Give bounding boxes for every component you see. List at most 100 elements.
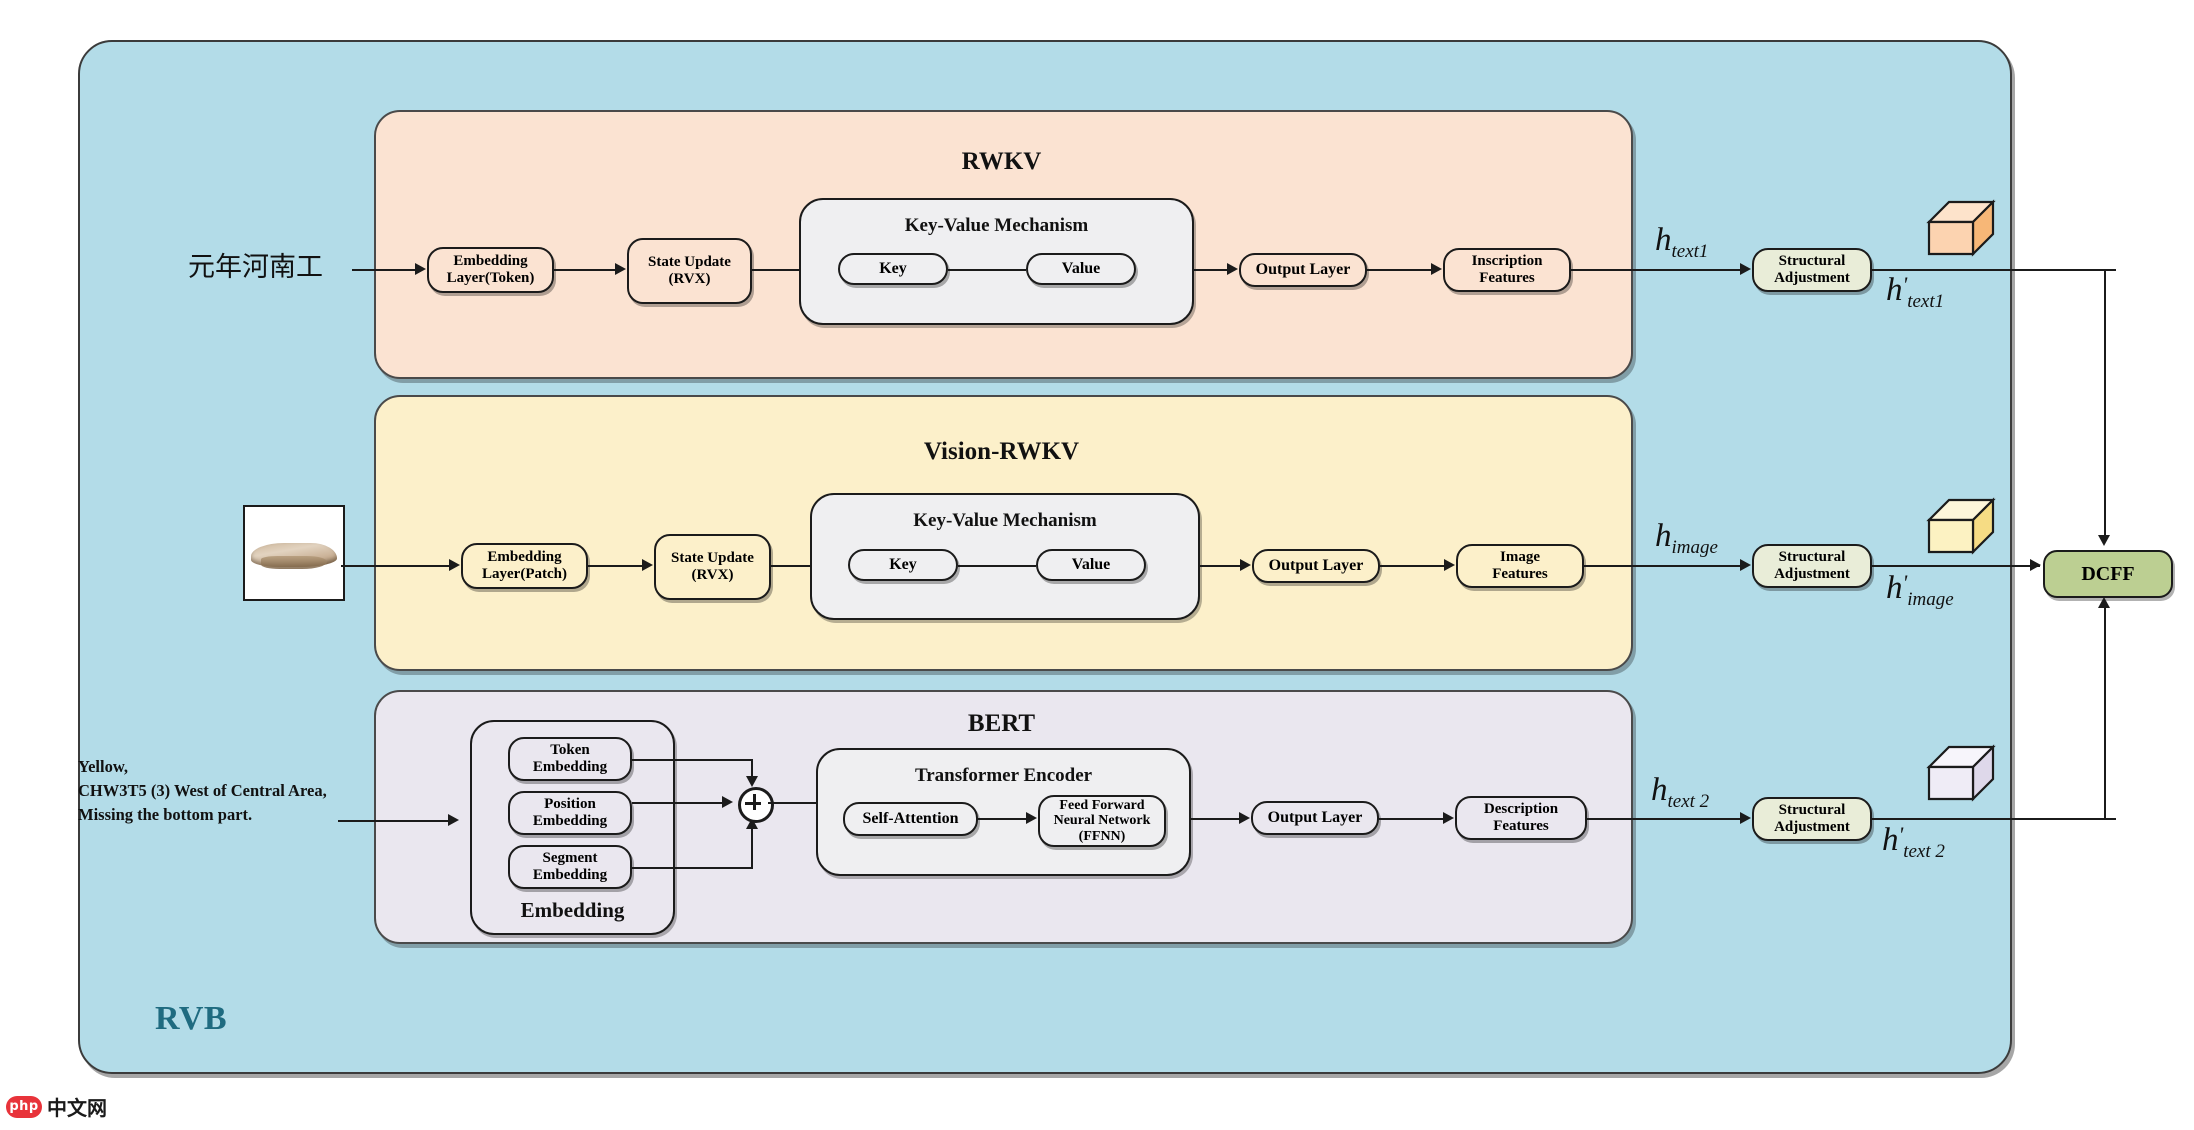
node-label: State Update(RVX) (648, 254, 731, 287)
node-label: Self-Attention (862, 810, 959, 828)
line-segment-to-plus (632, 867, 753, 869)
arrow-output-to-features-bert (1443, 812, 1454, 824)
arrow-into-dcff-bottom (2098, 597, 2110, 608)
module-title-rwkv: RWKV (961, 148, 1042, 175)
node-dcff[interactable]: DCFF (2043, 550, 2173, 598)
line-adjust-to-dcff-image (1872, 565, 2040, 567)
h-sub: text 2 (1903, 841, 1945, 862)
h-prime-image-label: h'image (1886, 570, 1954, 611)
line-token-to-plus (632, 759, 753, 761)
node-state-update-rvx-rwkv[interactable]: State Update(RVX) (627, 238, 752, 304)
node-label: Key (889, 556, 917, 574)
line-adjust-to-dcff-text2 (1872, 818, 2116, 820)
line-token-down (751, 759, 753, 781)
node-label: Output Layer (1268, 557, 1364, 575)
node-label: Output Layer (1255, 261, 1351, 279)
line-desc-to-embedding (338, 820, 450, 822)
h-base: h (1882, 822, 1899, 858)
h-sub: text 2 (1667, 791, 1710, 812)
arrow-line-cn-to-embedding (352, 269, 417, 271)
line-output-to-features-bert (1379, 818, 1445, 820)
cube-text2-feature (1925, 737, 1997, 803)
line-up-to-dcff-text2 (2104, 604, 2106, 820)
node-label: Output Layer (1267, 809, 1363, 827)
node-output-layer-rwkv[interactable]: Output Layer (1239, 253, 1367, 287)
desc-line-3: Missing the bottom part. (78, 804, 253, 824)
arrow-position-into-plus (722, 796, 733, 808)
node-label: Value (1071, 556, 1111, 574)
arrow-features-to-adjust-rwkv (1740, 263, 1751, 275)
line-position-to-plus (632, 802, 724, 804)
module-title-vision-rwkv: Vision-RWKV (923, 438, 1080, 465)
line-attention-to-ffnn (978, 818, 1028, 820)
arrow-desc-to-embedding (448, 814, 459, 826)
node-value-rwkv[interactable]: Value (1026, 253, 1136, 285)
h-sub: text1 (1907, 291, 1945, 312)
arrow-segment-into-plus (746, 818, 758, 829)
line-down-to-dcff-text1 (2104, 269, 2106, 542)
arrow-head-cn-to-embedding (415, 263, 426, 275)
node-output-layer-vision[interactable]: Output Layer (1252, 549, 1380, 583)
node-label: State Update(RVX) (671, 550, 754, 583)
line-kv-to-output-rwkv (1194, 269, 1229, 271)
line-image-to-embedding (341, 565, 451, 567)
h-base: h (1655, 518, 1672, 554)
php-badge-icon: php (6, 1095, 42, 1118)
h-image-label: himage (1655, 518, 1718, 559)
h-sub: text1 (1671, 241, 1709, 262)
line-key-to-value-rwkv (948, 269, 1026, 271)
node-value-vision[interactable]: Value (1036, 549, 1146, 581)
node-self-attention[interactable]: Self-Attention (843, 802, 978, 836)
line-kv-to-output-vision (1200, 565, 1242, 567)
node-label: Value (1061, 260, 1101, 278)
h-prime: ' (1898, 822, 1904, 847)
chinese-text-input-label: 元年河南工 (188, 252, 323, 283)
h-base: h (1886, 570, 1903, 606)
group-title-key-value-mechanism-rwkv: Key-Value Mechanism (904, 215, 1089, 236)
node-key-rwkv[interactable]: Key (838, 253, 948, 285)
h-base: h (1655, 222, 1672, 258)
watermark: php 中文网 (6, 1092, 107, 1121)
fragment-shadow-icon (261, 556, 327, 569)
arrow-into-dcff-top (2098, 535, 2110, 546)
group-title-embedding-bert: Embedding (520, 898, 625, 922)
line-embedding-to-state-vision (588, 565, 644, 567)
line-plus-to-encoder (768, 802, 816, 804)
line-output-to-features-rwkv (1367, 269, 1433, 271)
line-features-to-adjust-bert (1587, 818, 1742, 820)
arrow-attention-to-ffnn (1026, 812, 1037, 824)
line-features-to-adjust-vision (1584, 565, 1742, 567)
h-base: h (1886, 272, 1903, 308)
arrow-encoder-to-output-bert (1239, 812, 1250, 824)
inscription-image-thumbnail (243, 505, 345, 601)
node-state-update-rvx-vision[interactable]: State Update(RVX) (654, 534, 771, 600)
h-prime: ' (1902, 272, 1908, 297)
desc-line-1: Yellow, (78, 757, 128, 776)
h-text2-label: htext 2 (1651, 772, 1709, 813)
arrow-kv-to-output-rwkv (1227, 263, 1238, 275)
node-key-vision[interactable]: Key (848, 549, 958, 581)
module-title-bert: BERT (967, 710, 1036, 737)
node-output-layer-bert[interactable]: Output Layer (1251, 801, 1379, 835)
h-prime-text1-label: h'text1 (1886, 272, 1944, 313)
